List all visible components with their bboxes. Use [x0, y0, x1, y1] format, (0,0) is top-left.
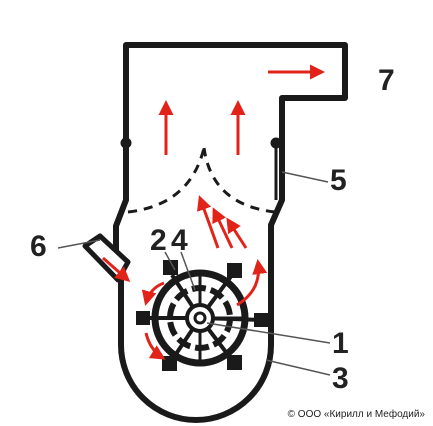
- separator-flaps: [120, 137, 282, 200]
- label-outlet: 7: [378, 64, 395, 97]
- label-hammers: 2: [150, 224, 167, 257]
- leader-5: [281, 171, 329, 183]
- label-housing: 3: [332, 362, 349, 395]
- leader-1: [206, 322, 331, 344]
- label-separator: 5: [330, 164, 347, 197]
- flow-arrows: [102, 64, 325, 360]
- inlet-flow-arrow: [102, 256, 131, 282]
- label-rotor: 1: [332, 327, 349, 360]
- separator-dashes: [127, 147, 276, 214]
- swirl-arrow-right: [236, 259, 268, 307]
- mill-housing-outline: [113, 42, 348, 423]
- upflow-arrow-center-2: [212, 207, 234, 249]
- leader-2: [164, 251, 176, 271]
- rotor-assembly: [136, 260, 269, 371]
- upflow-arrow-center-1: [197, 195, 220, 249]
- swirl-arrow-left: [141, 281, 165, 306]
- copyright-notice: © ООО «Кирилл и Мефодий»: [287, 409, 425, 420]
- leader-6: [57, 239, 101, 249]
- swirl-arrow-bottom-left: [144, 332, 166, 360]
- leader-3: [265, 359, 331, 376]
- callout-leaders: [57, 171, 331, 376]
- rotor-axle: [193, 311, 207, 325]
- upflow-arrow-center-3: [226, 217, 248, 249]
- leader-4: [180, 251, 196, 291]
- label-inlet: 6: [30, 230, 47, 263]
- label-shaft-disc: 4: [171, 224, 188, 257]
